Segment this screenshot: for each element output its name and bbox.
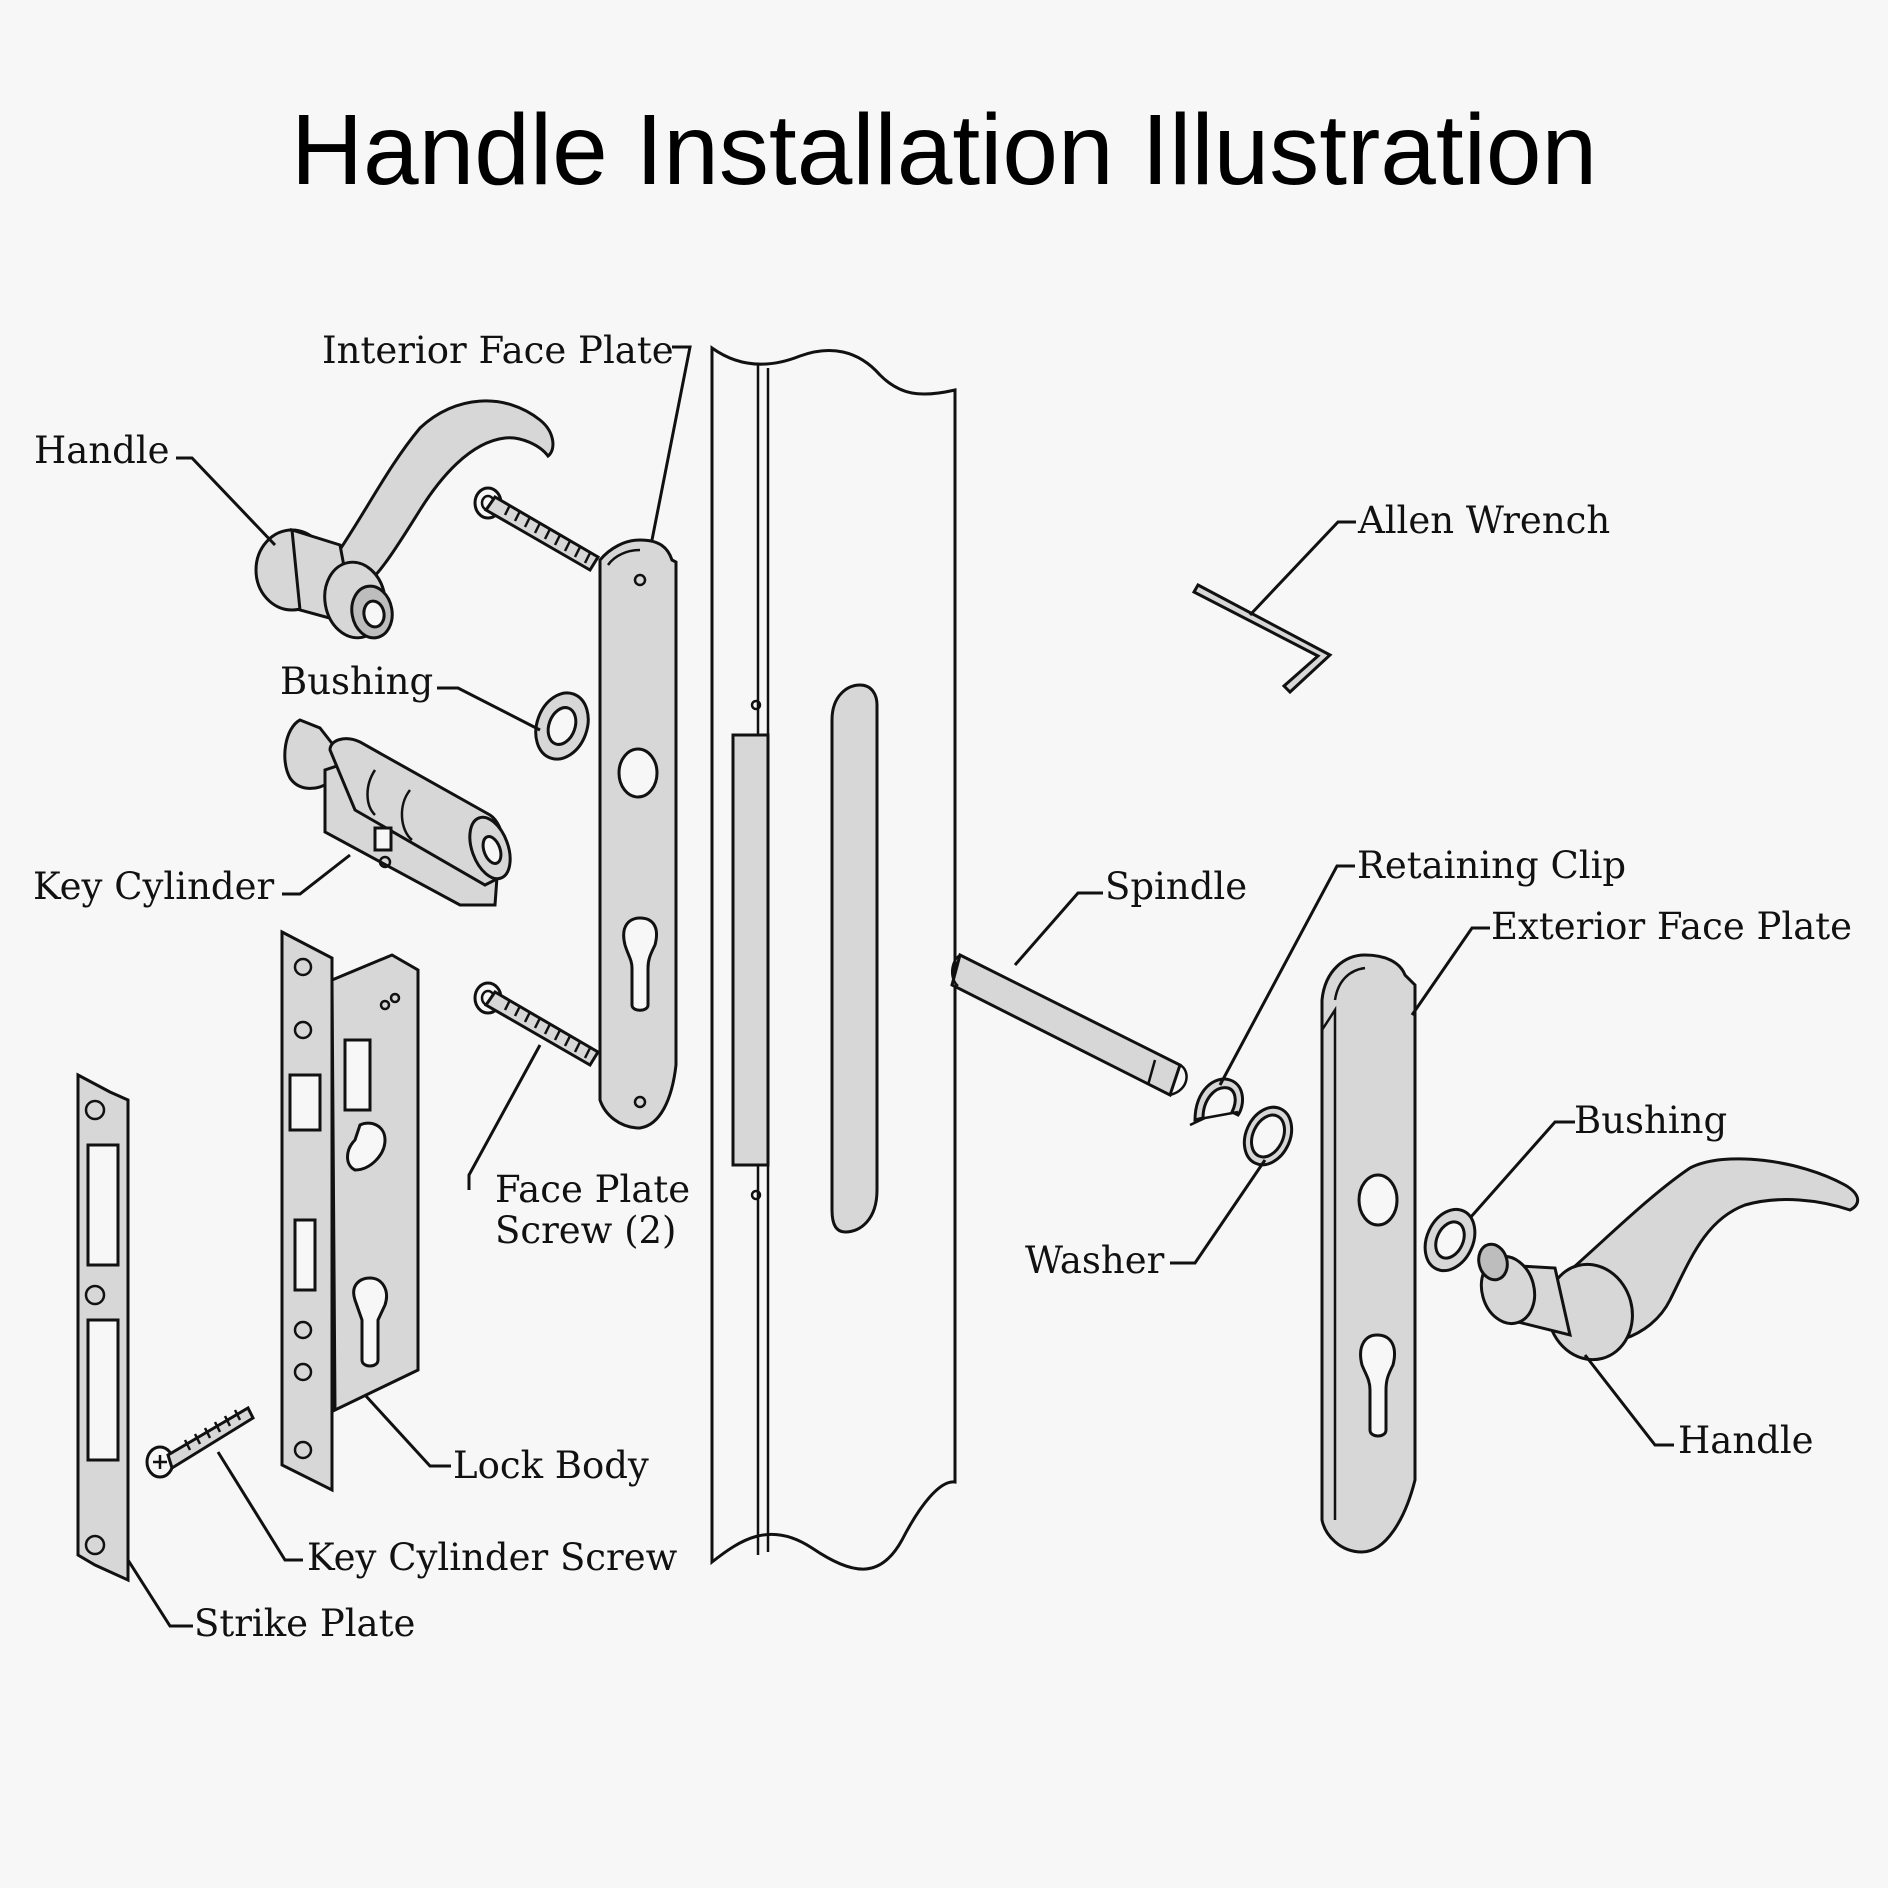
- interior-face-plate-drawing: [598, 538, 678, 1130]
- leader-bushing-right: [1468, 1120, 1575, 1219]
- allen-wrench-drawing: [1191, 582, 1333, 695]
- leader-bushing-left: [437, 686, 541, 732]
- label-spindle: Spindle: [1105, 865, 1248, 908]
- lock-body-drawing: [280, 929, 420, 1493]
- leader-handle-right: [1583, 1354, 1674, 1447]
- label-face-plate-screw: Face Plate Screw (2): [495, 1168, 691, 1252]
- key-cylinder-screw-drawing: [145, 1405, 255, 1479]
- leader-retaining-clip: [1218, 864, 1355, 1086]
- retaining-clip-drawing: [1189, 1077, 1244, 1127]
- leader-lock-body: [363, 1393, 451, 1468]
- leader-interior-face-plate: [650, 345, 692, 541]
- handle-right-drawing: [1477, 1157, 1860, 1362]
- face-plate-screw-lower: [473, 981, 601, 1068]
- label-washer: Washer: [1025, 1239, 1165, 1282]
- bushing-left-drawing: [534, 691, 590, 761]
- leader-handle-left: [176, 456, 277, 547]
- handle-left-drawing: [254, 399, 555, 640]
- spindle-drawing: [950, 952, 1188, 1098]
- label-bushing-left: Bushing: [280, 660, 434, 703]
- key-cylinder-drawing: [283, 718, 512, 907]
- exterior-face-plate-drawing: [1320, 953, 1417, 1554]
- leader-key-cylinder-screw: [216, 1451, 303, 1562]
- label-handle-left: Handle: [34, 429, 170, 472]
- label-key-cylinder: Key Cylinder: [33, 865, 275, 908]
- label-exterior-face-plate: Exterior Face Plate: [1491, 905, 1853, 948]
- bushing-right-drawing: [1423, 1207, 1477, 1273]
- leader-allen-wrench: [1248, 520, 1356, 617]
- face-plate-screw-upper: [473, 486, 601, 573]
- label-key-cylinder-screw: Key Cylinder Screw: [307, 1536, 678, 1579]
- washer-drawing: [1242, 1105, 1294, 1167]
- label-interior-face-plate: Interior Face Plate: [322, 329, 674, 372]
- door-edge: [710, 345, 957, 1571]
- label-retaining-clip: Retaining Clip: [1357, 844, 1627, 887]
- leader-key-cylinder: [282, 853, 351, 896]
- label-bushing-right: Bushing: [1574, 1099, 1728, 1142]
- label-strike-plate: Strike Plate: [194, 1602, 416, 1645]
- leader-exterior-face-plate: [1410, 926, 1490, 1016]
- label-handle-right: Handle: [1678, 1419, 1814, 1462]
- label-allen-wrench: Allen Wrench: [1358, 499, 1611, 542]
- leader-lines: [126, 345, 1674, 1628]
- leader-strike-plate: [126, 1559, 193, 1628]
- strike-plate-drawing: [76, 1072, 130, 1583]
- leader-spindle: [1013, 891, 1103, 966]
- page-title: Handle Installation Illustration: [290, 94, 1598, 206]
- leader-washer: [1170, 1159, 1267, 1265]
- leader-face-plate-screw: [467, 1044, 542, 1190]
- label-lock-body: Lock Body: [453, 1444, 649, 1487]
